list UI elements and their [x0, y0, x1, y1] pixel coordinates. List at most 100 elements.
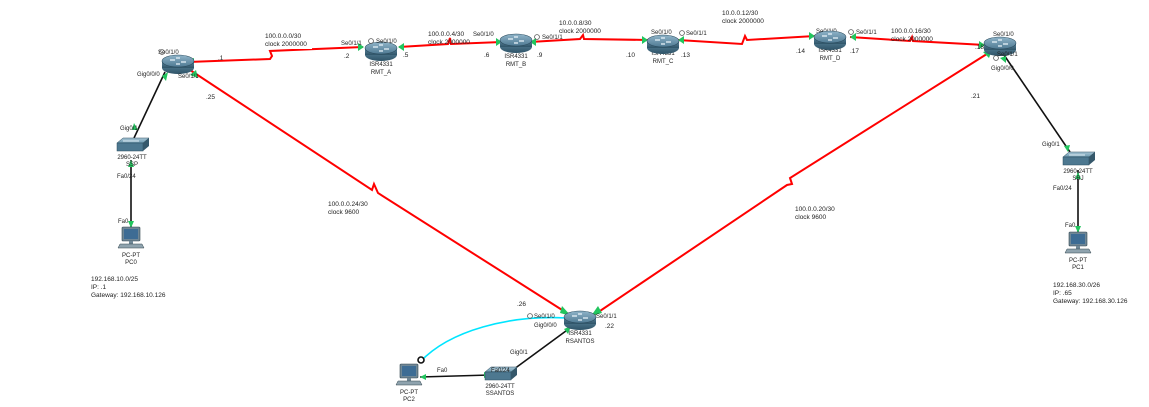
- rsantos-name: RSANTOS: [566, 339, 595, 345]
- port-label: Fa0/24: [491, 368, 510, 374]
- note-pc0: 192.168.10.0/25 IP: .1 Gateway: 192.168.…: [88, 272, 168, 302]
- port-up-marker: [1064, 145, 1070, 152]
- switch-ssantos[interactable]: 2960-24TT SSANTOS: [484, 366, 518, 397]
- ip-label: .10: [626, 52, 635, 59]
- rmt-b-name: RMT_B: [506, 62, 526, 68]
- port-label: Se0/1/0: [158, 50, 179, 56]
- port-label: Gig0/1: [120, 126, 138, 132]
- ip-label: .22: [605, 323, 614, 330]
- ssp-name: SSP: [126, 162, 138, 168]
- port-up-marker: [162, 72, 168, 81]
- pc-pc0[interactable]: PC-PT PC0: [117, 226, 145, 266]
- pc0-model: PC-PT: [122, 253, 140, 259]
- port-label: Se0/1/1: [686, 31, 707, 37]
- port-label: Se0/1/0: [816, 29, 837, 35]
- serial-link-rmta-rmtb[interactable]: [398, 37, 503, 48]
- port-label: Se0/1/1: [596, 314, 617, 320]
- link-label-b-c: 10.0.0.8/30 clock 2000000: [559, 20, 601, 35]
- svg-text:100.0.0.4/30: 100.0.0.4/30: [428, 31, 465, 38]
- svg-text:10.0.0.8/30: 10.0.0.8/30: [559, 20, 592, 27]
- svg-text:100.0.0.0/30: 100.0.0.0/30: [265, 33, 302, 40]
- port-up-marker: [809, 32, 815, 40]
- serial-link-rmtd-right[interactable]: [849, 34, 986, 46]
- port-up-marker: [420, 374, 426, 380]
- serial-link-left-rmta[interactable]: [187, 46, 364, 63]
- port-up-marker: [128, 160, 134, 167]
- pc0-name: PC0: [125, 260, 137, 266]
- rmt-a-name: RMT_A: [371, 70, 391, 76]
- svg-text:100.0.0.20/30: 100.0.0.20/30: [795, 206, 835, 213]
- srj-model: 2960-24TT: [1063, 169, 1093, 175]
- port-label: Fa0: [1065, 223, 1076, 229]
- svg-text:clock 2000000: clock 2000000: [891, 36, 933, 43]
- note-pc0-network: 192.168.10.0/25: [91, 276, 138, 283]
- port-label: Se0/1/1: [856, 30, 877, 36]
- svg-text:clock 2000000: clock 2000000: [265, 41, 307, 48]
- port-up-marker: [1075, 226, 1081, 233]
- serial-link-right-rsantos[interactable]: [593, 51, 991, 316]
- port-label: Gig0/0/0: [137, 72, 160, 78]
- port-up-marker: [128, 221, 134, 228]
- ethernet-link-ssantos-pc2[interactable]: [419, 374, 491, 378]
- pc-pc1[interactable]: PC-PT PC1: [1064, 231, 1092, 271]
- port-up-marker: [1075, 172, 1081, 179]
- link-label-d-right: 100.0.0.16/30 clock 2000000: [891, 28, 933, 43]
- note-pc1-network: 192.168.30.0/26: [1053, 282, 1100, 289]
- ip-label: .14: [796, 48, 805, 55]
- router-rmt-a[interactable]: ISR4331 RMT_A: [364, 41, 398, 76]
- switch-srj[interactable]: 2960-24TT SRJ: [1062, 151, 1096, 182]
- pc-pc2[interactable]: PC-PT PC2: [395, 363, 423, 403]
- ip-label: .9: [537, 52, 543, 59]
- serial-link-rmtc-rmtd[interactable]: [677, 33, 816, 46]
- ip-label: .25: [206, 94, 215, 101]
- port-label: Se0/1/1: [341, 41, 362, 47]
- note-pc0-gateway: Gateway: 192.168.10.126: [91, 292, 166, 299]
- ip-labels: .1 .2 .5 .6 .9 .10 .13 .14 .17 .18 .21 .…: [206, 44, 984, 330]
- serial-link-rmtb-rmtc[interactable]: [529, 32, 649, 43]
- port-label: Se0/1/0: [473, 32, 494, 38]
- ip-label: .1: [218, 55, 224, 62]
- port-up-marker: [678, 36, 684, 44]
- link-label-left-a: 100.0.0.0/30 clock 2000000: [262, 32, 312, 49]
- port-up-marker: [496, 38, 502, 46]
- router-rmt-c[interactable]: ISR4331 RMT_C: [651, 51, 675, 65]
- ip-label: .5: [403, 52, 409, 59]
- ethernet-link-rsantos-ssantos[interactable]: [509, 327, 571, 373]
- console-link-pc2-rsantos[interactable]: [419, 316, 567, 363]
- svg-text:clock 2000000: clock 2000000: [428, 39, 470, 46]
- rmt-b-model: ISR4331: [504, 54, 528, 60]
- svg-text:100.0.0.24/30: 100.0.0.24/30: [328, 201, 368, 208]
- svg-text:clock 2000000: clock 2000000: [559, 28, 601, 35]
- router-rsantos[interactable]: ISR4331 RSANTOS: [563, 310, 597, 345]
- ip-label: .21: [971, 93, 980, 100]
- svg-text:clock 9600: clock 9600: [795, 214, 826, 221]
- port-up-marker: [132, 123, 138, 130]
- port-label: Se0/1/1: [178, 74, 199, 80]
- pc2-model: PC-PT: [400, 390, 418, 396]
- ip-label: .18: [975, 44, 984, 51]
- svg-text:clock 9600: clock 9600: [328, 209, 359, 216]
- console-port-dot: [417, 356, 425, 364]
- svg-text:10.0.0.12/30: 10.0.0.12/30: [722, 10, 759, 17]
- ssantos-name: SSANTOS: [486, 391, 515, 397]
- port-label: Se0/1/0: [534, 314, 555, 320]
- port-up-marker: [1000, 56, 1006, 63]
- router-left[interactable]: [161, 54, 195, 75]
- serial-link-left-rsantos[interactable]: [189, 69, 571, 316]
- switch-ssp[interactable]: 2960-24TT SSP: [116, 137, 150, 168]
- ethernet-link-left-ssp[interactable]: [133, 71, 166, 139]
- rsantos-model: ISR4331: [568, 331, 592, 337]
- ethernet-link-right-srj[interactable]: [1001, 51, 1071, 153]
- rmt-c-model: ISR4331: [651, 51, 675, 57]
- port-label: Fa0/24: [1053, 186, 1072, 192]
- port-up-marker: [190, 70, 198, 78]
- router-rmt-b[interactable]: ISR4331 RMT_B: [499, 33, 533, 68]
- note-pc1-gateway: Gateway: 192.168.30.126: [1053, 298, 1128, 305]
- link-label-left-rsantos: 100.0.0.24/30 clock 9600: [328, 201, 368, 216]
- ip-label: .2: [344, 53, 350, 60]
- router-rmt-d[interactable]: ISR4331 RMT_D: [818, 48, 842, 62]
- pc1-name: PC1: [1072, 265, 1084, 271]
- port-label: Se0/1/0: [376, 39, 397, 45]
- port-up-marker: [398, 43, 404, 51]
- port-up-marker: [850, 33, 856, 41]
